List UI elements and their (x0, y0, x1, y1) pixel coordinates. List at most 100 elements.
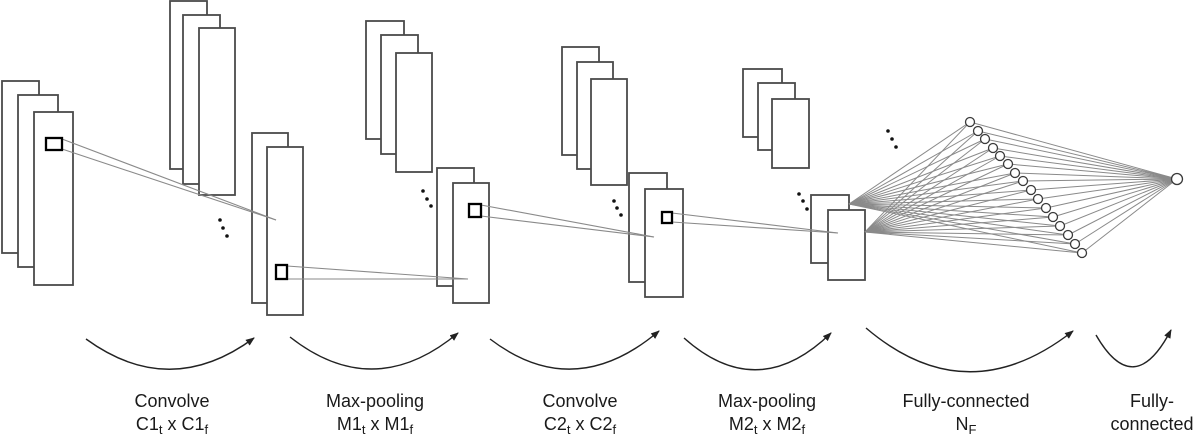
fc-output-connection-line (1022, 178, 1178, 182)
step-formula-convolve-1: C1t x C1f (136, 414, 209, 437)
kernel-markers (44, 136, 674, 281)
receptive-field-line (61, 148, 277, 221)
fc-output-connection-line (1007, 163, 1178, 180)
fc-output-connection-line (1081, 178, 1178, 254)
fc-connection-line (864, 172, 1016, 233)
pool1-feature-map (452, 182, 490, 304)
receptive-field-line (671, 212, 839, 234)
fc-connection-line (848, 189, 1032, 205)
flow-arrow-convolve-1 (85, 337, 255, 370)
fc-fan-lines (848, 121, 1083, 254)
fc-connection-line (864, 198, 1039, 233)
ellipsis-dot (797, 192, 801, 196)
hidden-neuron (994, 150, 1006, 162)
receptive-field-line (61, 138, 277, 221)
hidden-neuron (1009, 167, 1021, 179)
pool1-feature-map (395, 52, 433, 173)
fc-connection-line (864, 225, 1061, 233)
fc-output-connection-line (1059, 178, 1178, 227)
feature-map-stacks (1, 0, 866, 316)
fc-connection-line (864, 147, 994, 233)
ellipsis-dots (218, 129, 898, 238)
fc-output-connection-line (1052, 178, 1178, 218)
step-label-fully-connected-1: Fully-connected (902, 391, 1029, 411)
receptive-field-line (671, 221, 839, 234)
fc-output-connection-line (999, 155, 1178, 180)
output-neuron (1170, 172, 1184, 186)
ellipsis-dot (221, 226, 225, 230)
fc-connection-line (864, 180, 1024, 233)
hidden-neuron (987, 142, 999, 154)
fc-output-neuron-group (1170, 172, 1184, 186)
fc-connection-line (848, 121, 971, 205)
fc-output-connection-line (977, 130, 1178, 180)
fc-connection-line (848, 203, 1047, 209)
hidden-neuron (972, 125, 984, 137)
fc-connection-line (864, 231, 1083, 254)
conv1-kernel-marker (274, 263, 289, 281)
conv1-feature-map (266, 146, 304, 316)
fc-connection-line (864, 121, 971, 233)
fc-connection-line (864, 207, 1047, 233)
fc-output-connection-line (969, 121, 1178, 180)
fc-output-connection-line (1074, 178, 1178, 245)
flow-arrow-fully-connected-1 (865, 327, 1074, 373)
pool2-feature-map (771, 98, 810, 169)
conv2-feature-map (644, 188, 684, 298)
receptive-field-line (480, 204, 655, 238)
flow-arrow-max-pooling-2 (683, 332, 832, 371)
hidden-neuron (1002, 158, 1014, 170)
conv1-feature-map (198, 27, 236, 196)
ellipsis-dot (429, 204, 433, 208)
fc-connection-line (848, 138, 986, 205)
fc-output-connection-line (1014, 172, 1178, 180)
fc-connection-line (864, 231, 1076, 245)
fc-output-connection-line (1045, 178, 1178, 209)
fc-connection-line (848, 147, 994, 205)
fc-connection-line (848, 163, 1009, 205)
hidden-neuron (1032, 193, 1044, 205)
ellipsis-dot (425, 197, 429, 201)
flow-arrows (85, 327, 1172, 373)
ellipsis-dot (615, 206, 619, 210)
conv2-kernel-marker (660, 210, 674, 225)
ellipsis-dot (801, 199, 805, 203)
input-kernel-marker (44, 136, 64, 152)
step-formula-fully-connected-1: NF (956, 414, 977, 437)
ellipsis-dot (805, 207, 809, 211)
ellipsis-dot (612, 199, 616, 203)
fc-output-lines (969, 121, 1178, 254)
flow-arrow-max-pooling-1 (289, 332, 459, 370)
fc-output-connection-line (1067, 178, 1178, 236)
pool1-kernel-marker (467, 202, 483, 219)
step-label-max-pooling-2: Max-pooling (718, 391, 816, 411)
hidden-neuron (1069, 238, 1081, 250)
step-labels: Convolve C1t x C1f Max-pooling M1t x M1f… (134, 391, 1193, 437)
step-label-max-pooling-1: Max-pooling (326, 391, 424, 411)
hidden-neuron (1054, 220, 1066, 232)
fc-output-connection-line (984, 138, 1178, 180)
hidden-neuron (1062, 229, 1074, 241)
ellipsis-dot (218, 218, 222, 222)
ellipsis-dot (894, 145, 898, 149)
step-label-convolve-2: Convolve (542, 391, 617, 411)
flow-arrow-fully-connected-2 (1095, 329, 1172, 368)
ellipsis-dot (421, 189, 425, 193)
receptive-field-line (480, 215, 655, 238)
hidden-neuron (964, 116, 976, 128)
ellipsis-dot (886, 129, 890, 133)
ellipsis-dot (890, 137, 894, 141)
fc-connection-line (864, 130, 979, 233)
fc-connection-line (864, 189, 1032, 233)
receptive-field-line (286, 265, 469, 280)
step-label-convolve-1: Convolve (134, 391, 209, 411)
hidden-neuron (1076, 247, 1088, 259)
conv2-feature-map (590, 78, 628, 186)
fc-connection-line (848, 155, 1001, 205)
step-formula-convolve-2: C2t x C2f (544, 414, 617, 437)
fc-connection-line (848, 130, 979, 205)
hidden-neuron (1025, 184, 1037, 196)
flow-arrow-convolve-2 (489, 330, 660, 370)
hidden-neuron (1047, 211, 1059, 223)
